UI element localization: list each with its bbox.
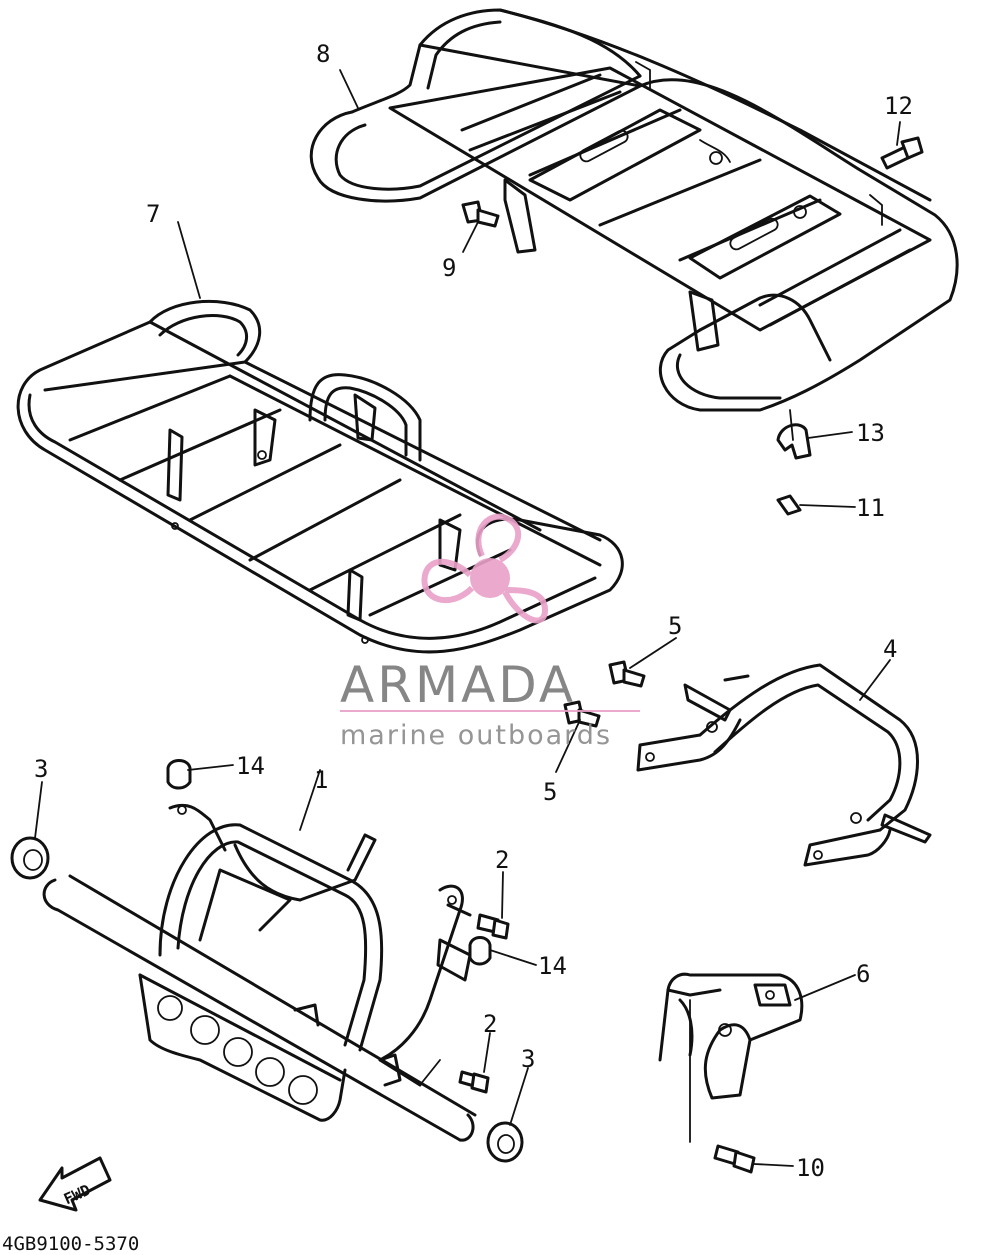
- rear-guard-part-4: [636, 663, 932, 867]
- nut-part-14-upper: [166, 759, 192, 790]
- armada-watermark: ARMADA marine outboards: [340, 513, 640, 751]
- watermark-tagline: marine outboards: [340, 720, 612, 751]
- callout-13: 13: [856, 419, 885, 447]
- watermark-brand: ARMADA: [340, 656, 576, 714]
- nut-part-14-lower: [468, 936, 492, 966]
- collar-part-11: [776, 494, 802, 516]
- callout-14-lower: 14: [538, 952, 567, 980]
- callout-labels: 8 7 12 9 13 11 5 4 5 3 14 1 2 14 6 2 3 1…: [34, 40, 913, 1182]
- callout-2-lower: 2: [483, 1010, 497, 1038]
- armada-logo-icon: [421, 513, 549, 624]
- bolt-part-5-upper: [608, 660, 646, 688]
- clip-part-13: [776, 423, 812, 460]
- callout-4: 4: [883, 635, 897, 663]
- callout-7: 10: [796, 1154, 825, 1182]
- grommet-part-3-left: [10, 836, 50, 880]
- callout-3-left: 3: [34, 755, 48, 783]
- callout-1: 1: [314, 766, 328, 794]
- leader-lines: [34, 69, 901, 1167]
- callout-9: 8: [316, 40, 330, 68]
- hardware: [10, 136, 924, 1174]
- bolt-part-7: [713, 1144, 756, 1174]
- diagram-part-code: 4GB9100-5370: [2, 1233, 139, 1255]
- grommet-part-3-right: [486, 1121, 524, 1163]
- callout-3-right: 3: [521, 1045, 535, 1073]
- bolt-part-5-lower: [563, 700, 601, 728]
- callout-6: 6: [856, 960, 870, 988]
- front-guard-part-1: [42, 803, 477, 1142]
- bolt-part-2-upper: [476, 913, 510, 940]
- callout-11: 11: [856, 494, 885, 522]
- callout-14-upper: 14: [236, 752, 265, 780]
- forward-arrow-icon: FWD: [38, 1156, 112, 1212]
- callout-5-upper: 5: [668, 612, 682, 640]
- bolt-part-2-lower: [458, 1070, 490, 1094]
- callout-12: 12: [884, 92, 913, 120]
- callout-5-lower: 5: [543, 778, 557, 806]
- rear-carrier-part-9: [309, 8, 959, 412]
- bolt-part-10: [461, 200, 500, 228]
- bracket-part-6: [658, 972, 804, 1100]
- callout-8: 7: [146, 200, 160, 228]
- front-carrier-part-8: [16, 299, 624, 654]
- callout-2-upper: 2: [495, 846, 509, 874]
- callout-10: 9: [442, 254, 456, 282]
- bolt-part-12: [880, 136, 924, 170]
